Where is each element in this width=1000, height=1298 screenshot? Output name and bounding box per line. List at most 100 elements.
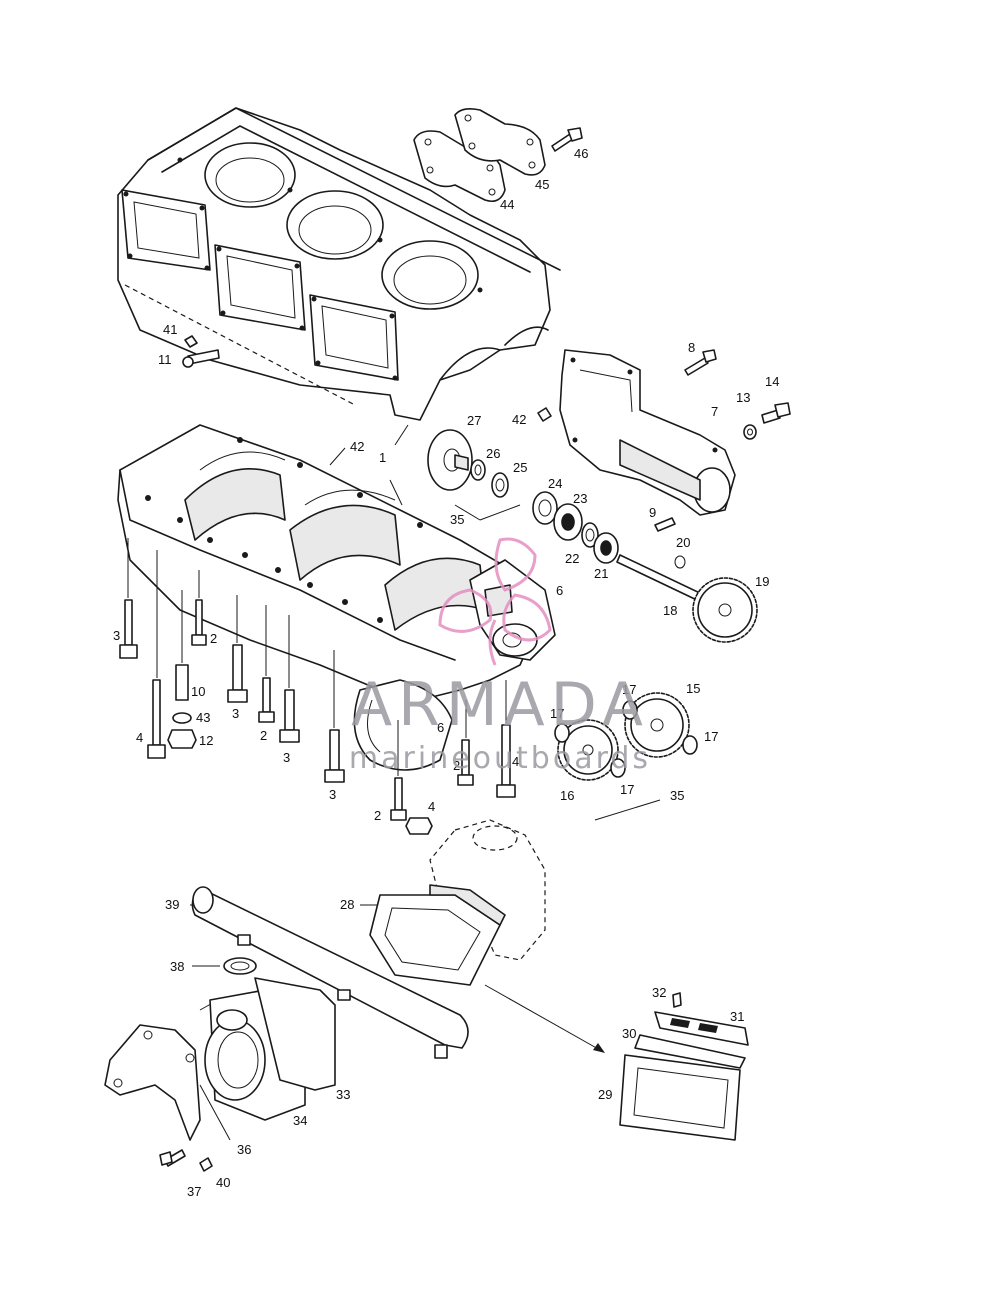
callout-3-mid2: 3 bbox=[283, 750, 290, 765]
callout-43: 43 bbox=[196, 710, 210, 725]
watermark-tagline: marineoutboards bbox=[349, 741, 651, 776]
reed-stopper-31 bbox=[654, 1011, 749, 1046]
bolt-8 bbox=[684, 349, 717, 376]
callout-17-c: 17 bbox=[704, 729, 718, 744]
callout-3-lower: 3 bbox=[329, 787, 336, 802]
ring-22 bbox=[581, 522, 599, 548]
callout-38: 38 bbox=[170, 959, 184, 974]
crankcase-bolts bbox=[119, 599, 516, 835]
washers-17 bbox=[554, 700, 698, 778]
callout-10: 10 bbox=[191, 684, 205, 699]
callout-22: 22 bbox=[565, 551, 579, 566]
reed-block-29 bbox=[619, 1054, 741, 1141]
clamp-38 bbox=[223, 957, 257, 975]
bearing-23 bbox=[553, 503, 583, 541]
callout-19: 19 bbox=[755, 574, 769, 589]
callout-15: 15 bbox=[686, 681, 700, 696]
washer-13 bbox=[743, 424, 757, 440]
seal-26 bbox=[470, 459, 486, 481]
callout-45: 45 bbox=[535, 177, 549, 192]
callout-2-lower: 2 bbox=[374, 808, 381, 823]
bearing-24 bbox=[532, 491, 558, 525]
callout-17-a: 17 bbox=[550, 706, 564, 721]
callout-11: 11 bbox=[158, 352, 172, 367]
callout-34: 34 bbox=[293, 1113, 307, 1128]
pin-9 bbox=[654, 517, 676, 532]
leader-lines bbox=[127, 424, 661, 1141]
callout-12: 12 bbox=[199, 733, 213, 748]
callout-2-mid: 2 bbox=[260, 728, 267, 743]
callout-46: 46 bbox=[574, 146, 588, 161]
callout-17-d: 17 bbox=[620, 782, 634, 797]
callout-3-mid: 3 bbox=[232, 706, 239, 721]
callout-17-b: 17 bbox=[622, 682, 636, 697]
watermark-brand: ARMADA bbox=[351, 670, 649, 740]
callout-18: 18 bbox=[663, 603, 677, 618]
stud-11 bbox=[182, 349, 220, 368]
callout-39: 39 bbox=[165, 897, 179, 912]
callout-28: 28 bbox=[340, 897, 354, 912]
bolt-37 bbox=[159, 1149, 186, 1167]
bracket-36 bbox=[104, 1024, 201, 1141]
gear-19 bbox=[692, 577, 758, 643]
callout-13: 13 bbox=[736, 390, 750, 405]
callout-16: 16 bbox=[560, 788, 574, 803]
callout-30: 30 bbox=[622, 1026, 636, 1041]
callout-31: 31 bbox=[730, 1009, 744, 1024]
callout-labels: 46 45 44 41 11 8 14 13 42 7 27 42 1 26 2… bbox=[113, 146, 779, 1199]
gasket-plate-44 bbox=[413, 130, 506, 203]
callout-8: 8 bbox=[688, 340, 695, 355]
callout-3-left: 3 bbox=[113, 628, 120, 643]
reed-petal-30 bbox=[634, 1034, 746, 1069]
callout-29: 29 bbox=[598, 1087, 612, 1102]
rotary-valve-27 bbox=[427, 429, 473, 491]
bolt-14 bbox=[761, 402, 791, 424]
bolt-46 bbox=[551, 127, 583, 152]
callout-9: 9 bbox=[649, 505, 656, 520]
gasket-33 bbox=[254, 977, 336, 1091]
lower-crankcase bbox=[117, 424, 541, 771]
callout-35-lower: 35 bbox=[670, 788, 684, 803]
callout-7: 7 bbox=[711, 404, 718, 419]
nut-40 bbox=[199, 1157, 213, 1172]
callout-6-lower: 6 bbox=[437, 720, 444, 735]
callout-23: 23 bbox=[573, 491, 587, 506]
callout-2-left: 2 bbox=[210, 631, 217, 646]
callout-40: 40 bbox=[216, 1175, 230, 1190]
rotary-valve-cover-7 bbox=[559, 349, 736, 516]
callout-33: 33 bbox=[336, 1087, 350, 1102]
clip-20 bbox=[674, 555, 686, 569]
ring-25 bbox=[491, 472, 509, 498]
callout-42-upper: 42 bbox=[512, 412, 526, 427]
callout-26: 26 bbox=[486, 446, 500, 461]
callout-42-lower: 42 bbox=[350, 439, 364, 454]
callout-6-upper: 6 bbox=[556, 583, 563, 598]
callout-21: 21 bbox=[594, 566, 608, 581]
armada-logo-icon bbox=[438, 537, 552, 666]
nut-42-upper bbox=[537, 407, 552, 422]
callout-41: 41 bbox=[163, 322, 177, 337]
gear-16 bbox=[557, 719, 619, 781]
screw-32 bbox=[672, 992, 682, 1008]
armada-watermark: ARMADA marineoutboards bbox=[349, 537, 651, 776]
gear-15 bbox=[624, 692, 690, 758]
callout-1: 1 bbox=[379, 450, 386, 465]
callout-24: 24 bbox=[548, 476, 562, 491]
callout-35-upper: 35 bbox=[450, 512, 464, 527]
reed-block-28 bbox=[369, 884, 506, 986]
callout-4-lower: 4 bbox=[428, 799, 435, 814]
upper-crankcase bbox=[117, 107, 561, 421]
gasket-plate-45 bbox=[454, 108, 546, 176]
callout-4-right: 4 bbox=[512, 754, 519, 769]
callout-4-left: 4 bbox=[136, 730, 143, 745]
callout-32: 32 bbox=[652, 985, 666, 1000]
callout-14: 14 bbox=[765, 374, 779, 389]
callout-44: 44 bbox=[500, 197, 514, 212]
callout-37: 37 bbox=[187, 1184, 201, 1199]
bearing-21 bbox=[593, 532, 619, 564]
detail-arrow bbox=[484, 984, 605, 1053]
callout-2-right: 2 bbox=[453, 758, 460, 773]
fuel-rail-39 bbox=[191, 886, 469, 1059]
callout-27: 27 bbox=[467, 413, 481, 428]
